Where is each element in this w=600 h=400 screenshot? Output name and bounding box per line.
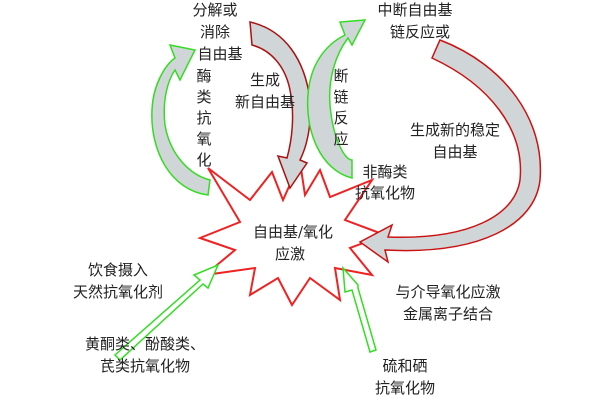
label-decompose-1: 分解或 <box>192 1 238 19</box>
label-stable-radicals-1: 生成新的稳定 <box>409 121 501 139</box>
label-interrupt-2: 链反应或 <box>389 23 451 41</box>
label-flavonoids-2: 芪类抗氧化物 <box>99 357 191 375</box>
label-center-2: 应激 <box>274 245 306 263</box>
label-diet-2: 天然抗氧化剂 <box>72 283 164 301</box>
label-new-radicals-1: 生成 <box>249 71 281 89</box>
stable-radicals-arrow <box>358 39 542 264</box>
new-radicals-arrow <box>249 21 312 190</box>
label-sulfur-1: 硫和硒 <box>382 357 428 375</box>
label-enzymatic: 酶类抗氧化 <box>196 67 212 169</box>
label-stable-radicals-2: 自由基 <box>432 143 478 161</box>
label-decompose-2: 消除 <box>199 23 231 41</box>
label-new-radicals-2: 新自由基 <box>234 93 296 111</box>
label-non-enzymatic-2: 抗氧化物 <box>354 184 416 202</box>
label-non-enzymatic-1: 非酶类 <box>362 163 408 181</box>
sulfur-selenium-arrow <box>342 265 377 353</box>
label-sulfur-2: 抗氧化物 <box>374 379 436 397</box>
label-decompose-3: 自由基 <box>197 45 243 63</box>
label-interrupt-1: 中断自由基 <box>377 1 453 19</box>
label-metal-1: 与介导氧化应激 <box>395 283 501 301</box>
chain-break-arrow <box>306 19 367 179</box>
label-center-1: 自由基/氧化 <box>252 223 334 241</box>
label-chain-break: 断链反应 <box>333 67 349 148</box>
enzymatic-antioxidant-arrow <box>151 43 211 196</box>
diet-arrow <box>113 263 220 362</box>
label-diet-1: 饮食摄入 <box>87 261 149 279</box>
label-metal-2: 金属离子结合 <box>402 305 494 323</box>
label-flavonoids-1: 黄酮类、酚酸类、 <box>84 335 206 353</box>
